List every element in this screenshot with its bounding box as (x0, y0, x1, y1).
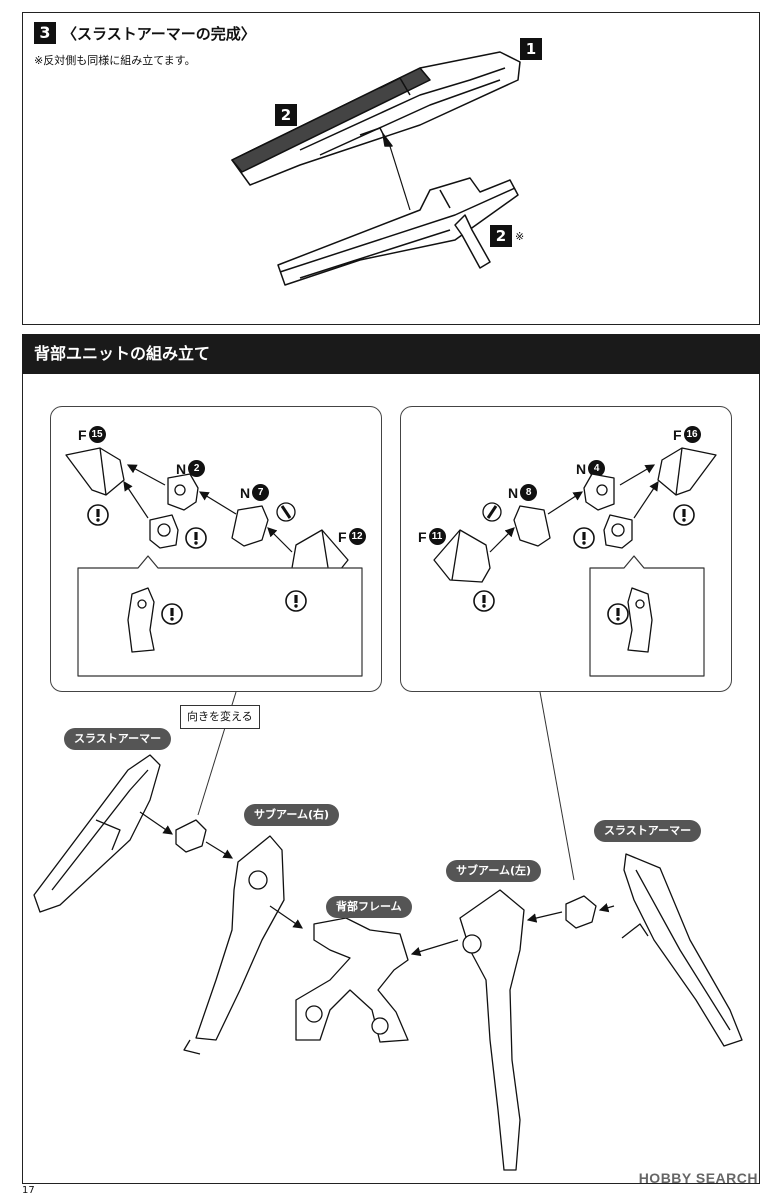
thrust-armor-illustration (231, 51, 521, 286)
part-n8 (513, 505, 551, 547)
label-back-frame: 背部フレーム (326, 896, 412, 918)
assembly-sub-arm-left (459, 889, 525, 1171)
label-sub-arm-right: サブアーム(右) (244, 804, 340, 826)
assembly-sub-arm-right (195, 835, 285, 1041)
armor-grip (454, 214, 491, 269)
watermark-logo: HOBBY SEARCH (638, 1170, 758, 1186)
label-thrust-armor-left: スラストアーマー (64, 728, 172, 750)
label-thrust-armor-right: スラストアーマー (594, 820, 702, 842)
part-f11 (433, 529, 491, 583)
step-title: 〈スラストアーマーの完成〉 (62, 25, 256, 43)
part-f16 (657, 447, 717, 496)
step-number: 3 (34, 22, 56, 44)
assembly-connector-left (175, 819, 207, 853)
section-title-bar: 背部ユニットの組み立て (22, 334, 760, 374)
part-n7 (231, 505, 269, 547)
step-note: ※反対側も同様に組み立てます。 (34, 54, 196, 67)
left-detail-box (50, 406, 382, 692)
assembly-connector-right (565, 895, 597, 929)
back-unit-panel (22, 374, 760, 1184)
label-sub-arm-left: サブアーム(左) (446, 860, 542, 882)
page-number: 17 (22, 1185, 35, 1196)
right-zoom-part (627, 587, 653, 653)
assembly-back-frame (295, 917, 409, 1043)
tag-part-2-top: 2 (275, 104, 297, 126)
part-f15 (65, 447, 125, 496)
right-detail-box (400, 406, 732, 692)
left-zoom-callout (77, 555, 363, 677)
armor-part-2-dark (231, 67, 431, 173)
tag-part-1: 1 (520, 38, 542, 60)
left-zoom-part (127, 587, 155, 653)
armor-part-1 (231, 51, 521, 186)
rotate-callout-label: 向きを変える (180, 705, 260, 729)
tag-suffix-mark: ※ (515, 230, 525, 243)
step3-panel (22, 12, 760, 325)
armor-part-2-lower (277, 177, 519, 286)
assembly-thrust-armor-right (623, 853, 743, 1047)
tag-part-2-bottom: 2 (490, 225, 512, 247)
